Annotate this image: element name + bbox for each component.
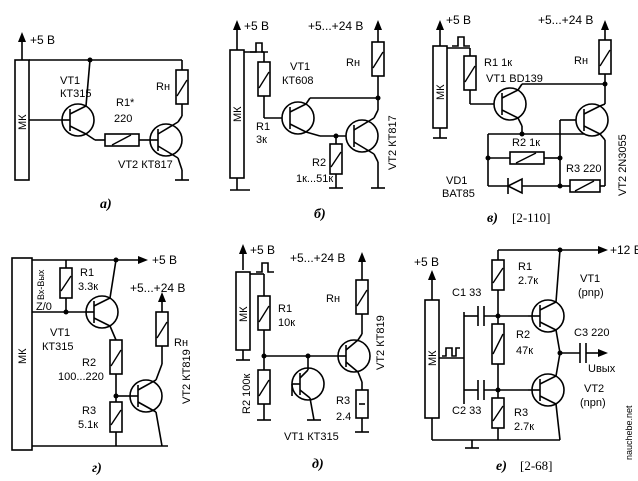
e-vt2-type: (npn) [580, 397, 606, 409]
d-r3-value: 2.4 [336, 411, 351, 423]
b-r1-value: 3к [256, 134, 267, 146]
b-mcu-label: МК [232, 106, 244, 122]
b-supply-24v: +5...+24 В [308, 19, 363, 33]
g-mcu-label: МК [17, 348, 29, 364]
panel-v: +5 В МК R1 1к VT1 BD139 +5...+24 В Rн [432, 13, 629, 226]
e-r3-label: R3 [514, 407, 528, 419]
v-reference: [2-110] [512, 210, 551, 225]
panel-b: +5 В МК R1 3к VT1 КТ608 +5...+24 В Rн [229, 19, 399, 222]
v-vt2-label: VT2 2N3055 [617, 134, 629, 196]
b-vt1-transistor [281, 101, 315, 135]
a-mcu-label: МК [17, 114, 29, 130]
b-caption: б) [314, 207, 326, 222]
e-c2-label: C2 33 [452, 405, 481, 417]
g-r2-label: R2 [82, 357, 96, 369]
g-r2-value: 100...220 [58, 371, 104, 383]
e-vt1-type: (pnp) [578, 287, 604, 299]
g-io-label: Вх-Вых [36, 269, 46, 300]
v-vt1-transistor [493, 87, 527, 121]
a-vt1-label: VT1 [60, 75, 80, 87]
b-vt1-type: КТ608 [282, 75, 313, 87]
g-vt1-type: КТ315 [42, 341, 73, 353]
g-r1-label: R1 [80, 267, 94, 279]
v-supply-24v: +5...+24 В [538, 13, 593, 27]
g-caption: г) [92, 461, 102, 476]
g-r1-value: 3.3к [78, 281, 98, 293]
e-mcu-label: МК [427, 350, 439, 366]
v-vt1-label: VT1 BD139 [486, 73, 543, 85]
v-supply-5v: +5 В [446, 13, 471, 27]
v-caption: в) [487, 211, 498, 226]
d-r2-label: R2 100к [241, 374, 253, 414]
a-load-label: Rн [156, 81, 170, 93]
e-vt2-label: VT2 [584, 383, 604, 395]
v-load-label: Rн [574, 55, 588, 67]
d-vt2-transistor [337, 339, 371, 373]
a-vt2-label: VT2 КТ817 [118, 159, 173, 171]
d-r1-value: 10к [278, 317, 295, 329]
panel-a: +5 В МК VT1 КТ315 Rн R1* 220 [14, 32, 189, 212]
g-z0-label: Z/0 [36, 301, 52, 313]
g-mcu-block [11, 257, 33, 451]
b-r1-label: R1 [256, 121, 270, 133]
panel-d: +5 В МК R1 10к R2 100к VT1 КТ315 +5. [235, 243, 387, 472]
b-vt2-transistor [345, 119, 379, 153]
e-c1-label: C1 33 [452, 287, 481, 299]
d-vt1-label: VT1 КТ315 [284, 431, 339, 443]
d-supply-5v: +5 В [250, 243, 275, 257]
a-r1-label: R1* [116, 97, 135, 109]
v-vd1-type: BAT85 [442, 188, 475, 200]
e-r2-label: R2 [516, 329, 530, 341]
e-output-label: Uвых [588, 363, 616, 375]
d-caption: д) [312, 457, 324, 472]
v-vd1-label: VD1 [446, 175, 467, 187]
v-vt2-transistor [575, 103, 609, 137]
a-caption: а) [100, 197, 112, 212]
e-supply-12v: +12 В [610, 243, 638, 257]
watermark: nauchebe.net [624, 405, 634, 460]
v-r2-label: R2 1к [512, 137, 540, 149]
d-r1-label: R1 [278, 303, 292, 315]
v-r3-label: R3 220 [566, 163, 601, 175]
b-vt2-label: VT2 КТ817 [387, 115, 399, 170]
b-vt1-label: VT1 [290, 61, 310, 73]
e-c3-label: C3 220 [574, 327, 609, 339]
a-r1-value: 220 [114, 113, 132, 125]
panel-g: МК Вх-Вых +5 В R1 3.3к Z/0 VT1 КТ315 R2 … [11, 253, 193, 476]
g-load-label: Rн [174, 337, 188, 349]
a-vt1-type: КТ315 [60, 88, 91, 100]
e-r1-value: 2.7к [518, 275, 538, 287]
v-mcu-label: МК [435, 84, 447, 100]
b-load-label: Rн [346, 57, 360, 69]
g-supply-24v: +5...+24 В [130, 281, 185, 295]
g-r3-label: R3 [82, 405, 96, 417]
d-mcu-label: МК [238, 306, 250, 322]
e-r1-label: R1 [518, 261, 532, 273]
e-caption: е) [496, 459, 507, 474]
e-r2-value: 47к [516, 345, 533, 357]
e-vt1-label: VT1 [580, 273, 600, 285]
g-vt1-label: VT1 [50, 327, 70, 339]
d-load-label: Rн [326, 293, 340, 305]
g-vt2-label: VT2 КТ819 [181, 349, 193, 404]
b-r2-value: 1к...51к [296, 173, 333, 185]
d-r3-label: R3 [336, 395, 350, 407]
d-supply-24v: +5...+24 В [290, 251, 345, 265]
e-r3-value: 2.7к [514, 421, 534, 433]
b-r2-label: R2 [312, 157, 326, 169]
g-r3-value: 5.1к [78, 419, 98, 431]
d-vt2-label: VT2 КТ819 [375, 315, 387, 370]
v-r1-label: R1 1к [484, 57, 512, 69]
panel-e: +5 В МК +12 В R1 2.7к C1 33 R2 47к [414, 243, 638, 474]
e-reference: [2-68] [520, 458, 553, 473]
e-supply-5v: +5 В [414, 255, 439, 269]
a-supply-label: +5 В [30, 33, 55, 47]
g-supply-5v: +5 В [152, 253, 177, 267]
b-supply-5v: +5 В [244, 19, 269, 33]
